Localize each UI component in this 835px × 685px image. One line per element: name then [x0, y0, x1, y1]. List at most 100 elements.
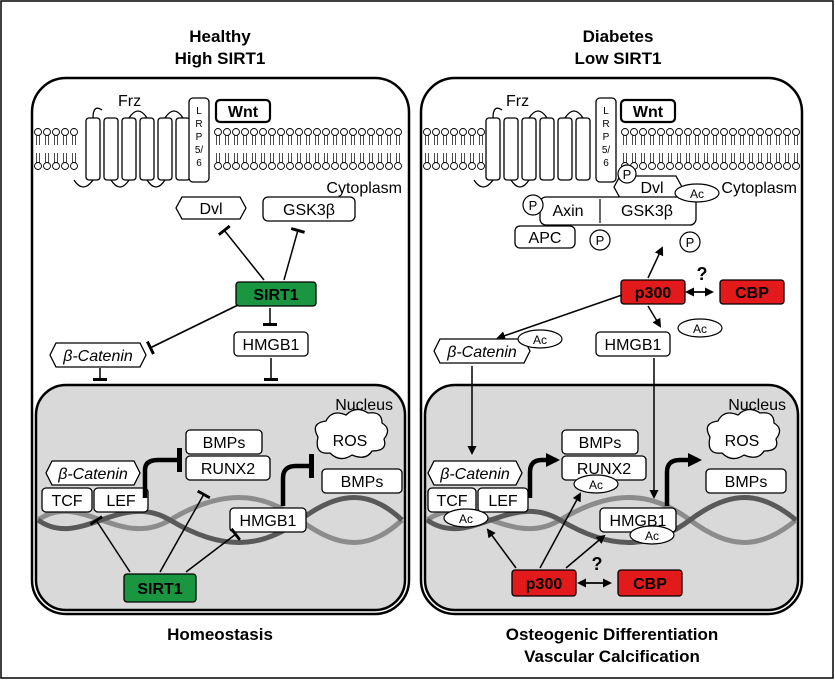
right-bmps1-label: BMPs — [579, 435, 622, 452]
lipid-head — [693, 128, 701, 136]
right-ac-bcatenin-icon — [517, 329, 563, 349]
lipid-head — [358, 162, 366, 170]
lipid-tail — [279, 153, 283, 163]
left-hmgb1-top-box — [233, 331, 309, 357]
lipid-tail — [722, 153, 726, 163]
lipid-head — [250, 128, 258, 136]
right-ac-tcf-label: Ac — [459, 512, 473, 526]
lipid-head — [783, 162, 791, 170]
lipid-tail — [758, 153, 762, 163]
lipid-tail — [45, 135, 49, 145]
lipid-tail — [252, 153, 256, 163]
lipid-tail — [297, 135, 301, 145]
lipid-tail — [686, 153, 690, 163]
lipid-head — [34, 162, 42, 170]
lipid-head — [720, 162, 728, 170]
lipid-head — [340, 128, 348, 136]
left-sirt1-inhibits-bcatenin — [146, 304, 239, 355]
lipid-tail — [668, 135, 672, 145]
lipid-head — [331, 162, 339, 170]
left-sirt1-top-box — [235, 281, 317, 307]
lipid-tail — [351, 135, 355, 145]
right-cbp-bottom-label: CBP — [633, 576, 667, 593]
lipid-head — [313, 162, 321, 170]
right-nucleus-label: Nucleus — [728, 397, 786, 414]
right-axin-label: Axin — [552, 203, 583, 220]
right-outcome-line1: Osteogenic Differentiation — [506, 625, 719, 644]
left-lrp-p: P — [196, 132, 203, 143]
left-tcf-label: TCF — [51, 493, 82, 510]
lipid-tail — [470, 153, 474, 163]
lipid-head — [459, 162, 467, 170]
left-bcatenin-top-box — [49, 342, 147, 368]
lipid-tail — [740, 153, 744, 163]
right-p-axin-icon — [522, 194, 544, 216]
right-hmgb1-transcription — [664, 453, 702, 506]
right-lrp-5: 5/ — [602, 145, 611, 156]
right-ac-tcf-icon — [443, 508, 489, 528]
left-sirt1-inhibits-tcf — [89, 515, 131, 573]
lipid-tail — [632, 153, 636, 163]
lipid-tail — [452, 153, 456, 163]
lipid-tail — [243, 135, 247, 145]
lipid-head — [747, 128, 755, 136]
right-dvl-label: Dvl — [640, 180, 663, 197]
lipid-tail — [794, 135, 798, 145]
lipid-tail — [668, 153, 672, 163]
left-hmgb1-top-label: HMGB1 — [243, 337, 300, 354]
left-runx2-label: RUNX2 — [201, 461, 255, 478]
right-bmps1-box — [561, 429, 639, 455]
right-ac-hmgb1-top-icon — [677, 318, 723, 338]
lipid-tail — [794, 153, 798, 163]
right-bcatenin-top-label: β-Catenin — [446, 344, 517, 361]
left-frz-label: Frz — [118, 93, 141, 110]
lipid-tail — [261, 153, 265, 163]
lipid-head — [459, 128, 467, 136]
right-lrp-receptor — [595, 97, 617, 183]
right-ac-runx2-icon — [573, 474, 619, 494]
left-dvl-label: Dvl — [199, 201, 222, 218]
lipid-tail — [749, 135, 753, 145]
lipid-tail — [740, 135, 744, 145]
lipid-tail — [659, 153, 663, 163]
lipid-head — [774, 128, 782, 136]
lipid-head — [304, 162, 312, 170]
right-ac-gsk3b-label: Ac — [690, 187, 704, 201]
lipid-tail — [641, 153, 645, 163]
right-bmps2-label: BMPs — [725, 474, 768, 491]
lipid-tail — [387, 153, 391, 163]
lipid-tail — [378, 135, 382, 145]
lipid-head — [34, 128, 42, 136]
lipid-head — [349, 162, 357, 170]
right-p-free-icon — [679, 231, 701, 253]
lipid-head — [684, 162, 692, 170]
right-p-dvl-label: P — [623, 167, 632, 182]
right-ac-hmgb1-nuc-icon — [629, 525, 675, 545]
lipid-head — [675, 128, 683, 136]
right-ros-label: ROS — [725, 433, 760, 450]
right-p-apc-icon — [589, 229, 611, 251]
lipid-head — [295, 162, 303, 170]
right-gsk3b-label: GSK3β — [621, 203, 673, 220]
lipid-tail — [72, 153, 76, 163]
lipid-tail — [623, 153, 627, 163]
lipid-head — [621, 128, 629, 136]
lipid-tail — [443, 135, 447, 145]
left-lrp-5: 5/ — [195, 145, 204, 156]
lipid-head — [52, 162, 60, 170]
lipid-tail — [243, 153, 247, 163]
lipid-head — [657, 162, 665, 170]
lipid-head — [738, 162, 746, 170]
left-gsk3b-label: GSK3β — [283, 202, 335, 219]
lipid-head — [286, 162, 294, 170]
lipid-head — [214, 162, 222, 170]
lipid-head — [241, 128, 249, 136]
right-p300-bottom-label: p300 — [526, 576, 563, 593]
lipid-tail — [288, 135, 292, 145]
right-p300-top-label: p300 — [635, 285, 672, 302]
left-bcatenin-nuc-box — [45, 460, 141, 486]
lipid-tail — [315, 153, 319, 163]
lipid-head — [468, 128, 476, 136]
right-cbp-top-label: CBP — [735, 285, 769, 302]
